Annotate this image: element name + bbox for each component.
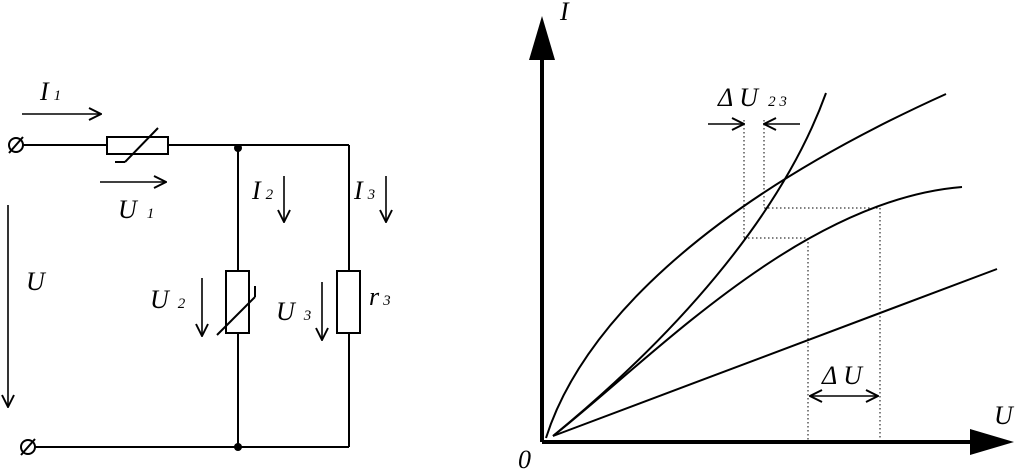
y-axis [529,16,555,442]
label-u-supply: U [26,267,47,296]
dotted-guides [743,120,881,442]
nonlinear-resistor-2 [216,270,256,336]
bottom-terminal [20,438,36,456]
origin-label: 0 [518,445,531,470]
curve-middle-concave [552,186,963,437]
curve-straight-line [552,268,998,437]
x-axis-label: U [994,401,1015,430]
x-axis [542,429,1014,455]
resistor-r3 [336,270,361,334]
nonlinear-resistor-1 [106,127,169,163]
branch-3 [336,145,361,447]
curve-convex-steep [552,92,827,437]
curve-upper-concave [545,93,947,439]
branch-2 [216,144,256,451]
y-axis-label: I [559,0,570,26]
delta-u-label: Δ U [821,361,864,390]
top-terminal [8,136,24,154]
